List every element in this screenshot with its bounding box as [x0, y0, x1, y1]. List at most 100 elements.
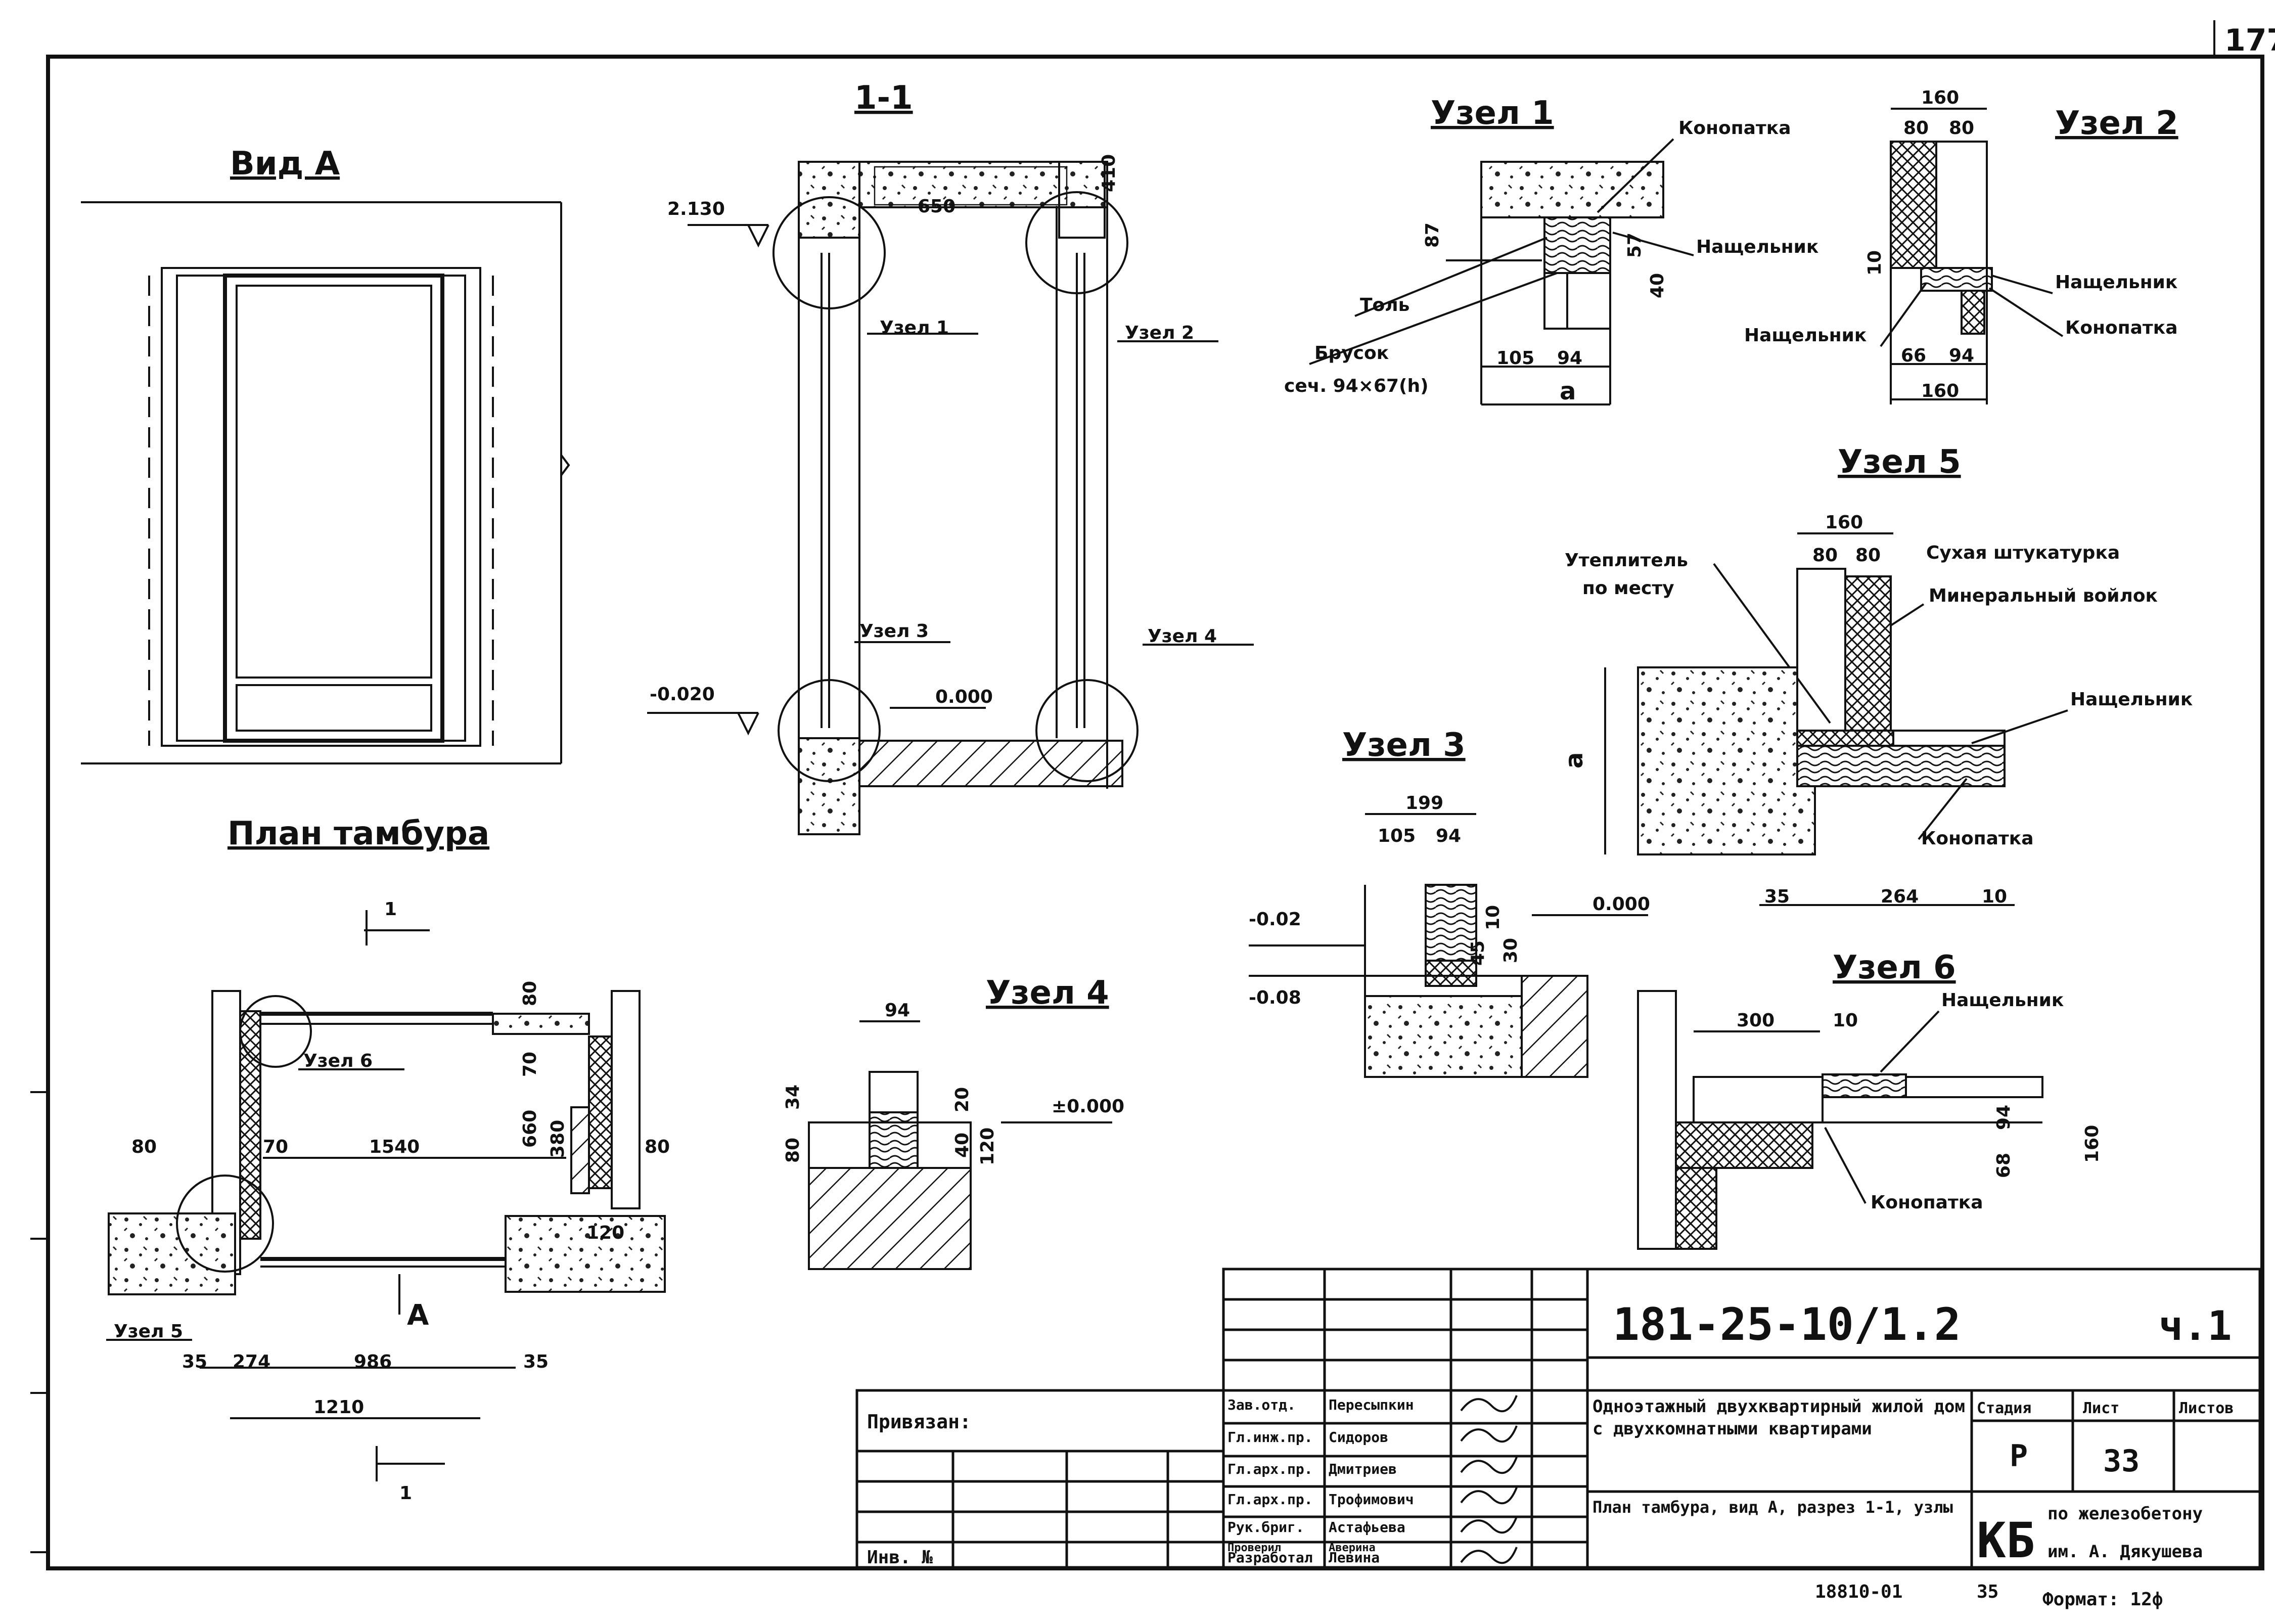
mark-bottom: -0.020	[650, 684, 715, 705]
plan-d70-b: 70	[263, 1137, 288, 1157]
format-label: Формат: 12ф	[2042, 1589, 2163, 1610]
org-kb: КБ	[1977, 1512, 2035, 1569]
uzel2-d80-b: 80	[1949, 118, 1974, 139]
uzel5-d80-a: 80	[1812, 545, 1838, 566]
uzel3-m002: -0.02	[1249, 909, 1301, 930]
uzel5-da: а	[1560, 752, 1588, 769]
uzel2-nashchelnik-r: Нащельник	[2055, 272, 2177, 293]
name-5: Астафьева	[1329, 1519, 1405, 1536]
ref-uzel4: Узел 4	[1148, 626, 1217, 647]
uzel2-title: Узел 2	[2055, 105, 2178, 142]
name-7: Левина	[1329, 1549, 1380, 1566]
plan-vestibule: План тамбура 1 Узел 6 Узел 5 A 80 70 154…	[106, 815, 670, 1504]
uzel6-konopatka: Конопатка	[1871, 1192, 1983, 1213]
plan-d80-right: 80	[645, 1137, 670, 1157]
plan-d120: 120	[586, 1223, 624, 1243]
plan-d35-l: 35	[182, 1351, 207, 1372]
uzel1-d40: 40	[1647, 273, 1668, 298]
uzel5-d10: 10	[1982, 886, 2007, 907]
ref-uzel2: Узел 2	[1125, 323, 1194, 343]
uzel3-d10: 10	[1483, 905, 1504, 930]
view-a: Вид А	[81, 145, 570, 764]
uzel1-da: а	[1560, 377, 1576, 405]
privyazan-label: Привязан:	[867, 1411, 971, 1433]
plan-ref-uzel6: Узел 6	[303, 1051, 373, 1071]
uzel1-nashchelnik: Нащельник	[1696, 237, 1818, 257]
view-a-title: Вид А	[230, 145, 340, 183]
uzel2-d160-top: 160	[1921, 87, 1959, 108]
uzel3-d94: 94	[1436, 826, 1461, 846]
inv-number-label: Инв. №	[867, 1547, 933, 1568]
name-2: Сидоров	[1329, 1429, 1388, 1446]
archive-number: 18810-01	[1815, 1582, 1902, 1602]
uzel4-d20: 20	[952, 1087, 973, 1112]
detail-uzel4: Узел 4 94 ±0.000 34 80 20 40 120	[783, 974, 1124, 1270]
detail-uzel6: Узел 6 300 10 Нащельник Конопатка 94 68 …	[1637, 949, 2103, 1250]
mark-top: 2.130	[667, 199, 725, 219]
uzel3-d30: 30	[1500, 938, 1521, 963]
stadiya-value: Р	[2010, 1438, 2028, 1474]
stadiya-label: Стадия	[1977, 1400, 2031, 1417]
uzel5-d35: 35	[1764, 886, 1790, 907]
uzel5-utepl-1: Утеплитель	[1565, 550, 1688, 571]
signature-3	[1460, 1457, 1518, 1474]
uzel5-voilok: Минеральный войлок	[1929, 585, 2158, 606]
section-title: 1-1	[854, 79, 913, 117]
role-7: Разработал	[1227, 1549, 1313, 1566]
uzel5-title: Узел 5	[1838, 443, 1961, 481]
signature-5	[1460, 1516, 1518, 1534]
uzel2-nashchelnik-l: Нащельник	[1744, 325, 1867, 346]
uzel6-d10: 10	[1833, 1010, 1858, 1031]
copy-number: 35	[1977, 1582, 1998, 1602]
uzel6-d160: 160	[2082, 1125, 2103, 1163]
plan-d35-r: 35	[523, 1351, 549, 1372]
signature-1	[1460, 1395, 1518, 1413]
plan-d1210: 1210	[313, 1397, 364, 1418]
drawing-part: ч.1	[2159, 1302, 2232, 1349]
signature-2	[1460, 1425, 1518, 1443]
role-2: Гл.инж.пр.	[1227, 1429, 1313, 1446]
uzel3-d45: 45	[1468, 940, 1488, 966]
name-4: Трофимович	[1329, 1491, 1414, 1508]
uzel4-m000: ±0.000	[1052, 1096, 1124, 1117]
section-1-1: 1-1 2.130 650 410 -0.020 0.000 Узел 1 Уз…	[647, 79, 1254, 835]
uzel1-d105: 105	[1496, 348, 1534, 369]
object-description: Одноэтажный двухквартирный жилой дом с д…	[1592, 1396, 1965, 1439]
uzel6-title: Узел 6	[1833, 949, 1956, 986]
uzel6-d300: 300	[1737, 1010, 1774, 1031]
role-6-visible: Проверил	[1227, 1542, 1281, 1554]
uzel1-brusok-sec: сеч. 94×67(h)	[1284, 376, 1429, 396]
signature-4	[1460, 1487, 1518, 1505]
uzel6-nashchelnik: Нащельник	[1941, 990, 2064, 1011]
uzel1-tol: Толь	[1360, 295, 1409, 315]
uzel1-konopatka: Конопатка	[1678, 118, 1791, 139]
uzel5-d264: 264	[1881, 886, 1919, 907]
detail-uzel1: Узел 1 Конопатка Нащельник Толь Брусок с…	[1284, 95, 1818, 405]
uzel5-konopatka: Конопатка	[1921, 828, 2034, 849]
uzel4-d80: 80	[783, 1138, 803, 1163]
ref-uzel3: Узел 3	[859, 621, 929, 642]
uzel1-d57: 57	[1624, 233, 1645, 258]
ref-uzel1: Узел 1	[880, 318, 949, 338]
detail-uzel2: Узел 2 160 80 80 10 Нащельник Конопатка …	[1744, 87, 2178, 404]
dim-650: 650	[918, 196, 956, 217]
role-4: Гл.арх.пр.	[1227, 1491, 1313, 1508]
uzel5-nashchelnik: Нащельник	[2070, 689, 2193, 710]
uzel3-m000: 0.000	[1592, 894, 1650, 915]
role-1: Зав.отд.	[1227, 1396, 1296, 1413]
plan-d80-top: 80	[520, 981, 540, 1006]
role-3: Гл.арх.пр.	[1227, 1461, 1313, 1477]
name-3: Дмитриев	[1329, 1461, 1397, 1477]
drawing-code: 181-25-10/1.2	[1613, 1298, 1961, 1350]
uzel2-konopatka: Конопатка	[2065, 318, 2178, 338]
uzel3-d199: 199	[1405, 793, 1443, 814]
plan-title: План тамбура	[228, 815, 489, 852]
uzel5-d80-b: 80	[1855, 545, 1881, 566]
name-1: Пересыпкин	[1329, 1396, 1414, 1413]
uzel4-title: Узел 4	[986, 974, 1109, 1012]
uzel1-d94: 94	[1557, 348, 1582, 369]
sheet-description: План тамбура, вид А, разрез 1-1, узлы	[1592, 1498, 1953, 1517]
uzel4-d120: 120	[977, 1127, 998, 1165]
detail-uzel5: Узел 5 160 80 80 Сухая штукатурка Минера…	[1560, 443, 2193, 907]
